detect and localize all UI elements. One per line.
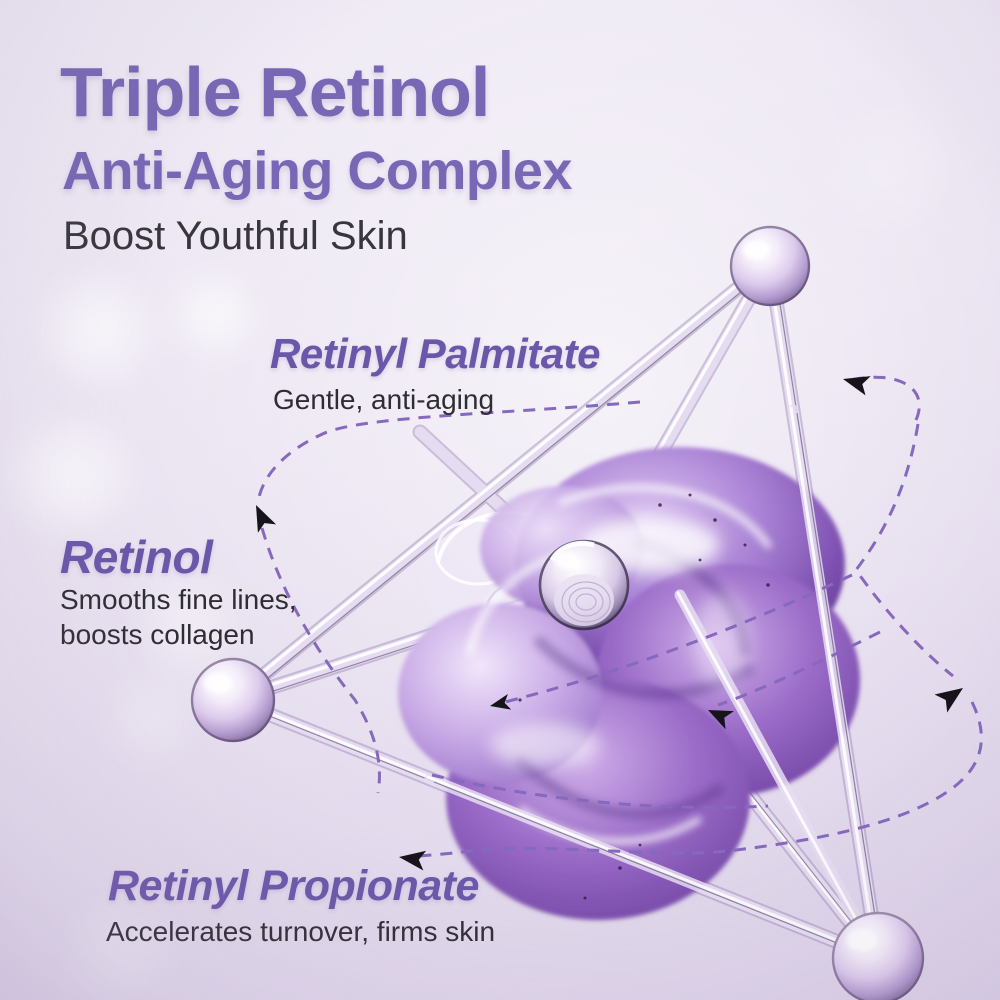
orbit-dashed-path xyxy=(431,773,769,810)
page-title-line2: Anti-Aging Complex xyxy=(62,141,572,201)
ingredient-desc-retinyl-palmitate: Gentle, anti-aging xyxy=(273,384,495,415)
ingredient-desc-line1: Smooths fine lines, xyxy=(60,584,297,615)
orbit-arrow-icon xyxy=(708,710,734,730)
orbit-arrow-icon xyxy=(934,688,963,713)
orbit-arrow-icon xyxy=(843,376,871,396)
atom-sphere-bottom-right xyxy=(831,911,925,1000)
ingredient-desc-line2: boosts collagen xyxy=(60,619,255,650)
orbit-arrow-icon xyxy=(399,850,427,871)
ingredient-label-retinyl-palmitate: Retinyl Palmitate xyxy=(270,330,600,377)
ingredient-label-retinol: Retinol xyxy=(60,531,213,583)
page-subtitle: Boost Youthful Skin xyxy=(63,214,408,258)
orbit-dashed-path xyxy=(849,375,921,421)
orbit-dashed-path xyxy=(260,527,381,794)
ingredient-desc-retinyl-propionate: Accelerates turnover, firms skin xyxy=(106,916,496,947)
orbit-arrows xyxy=(256,376,963,871)
ingredient-label-retinyl-propionate: Retinyl Propionate xyxy=(108,862,479,910)
atom-sphere-center xyxy=(538,539,630,631)
blob-speckles xyxy=(518,493,770,900)
front-tubes xyxy=(424,404,884,964)
atom-sphere-left xyxy=(190,657,276,743)
orbit-paths xyxy=(257,375,983,859)
orbit-arrow-icon xyxy=(490,694,512,710)
page-title: Triple Retinol xyxy=(60,53,490,131)
orbit-arrow-icon xyxy=(256,505,277,533)
orbit-dashed-path xyxy=(257,400,641,498)
orbit-dashed-path xyxy=(409,701,983,859)
background-bokeh xyxy=(4,100,955,1000)
orbit-dashed-path xyxy=(717,630,881,707)
ingredient-desc-retinol: Smooths fine lines, boosts collagen xyxy=(60,582,297,652)
orbit-dashed-path xyxy=(504,573,853,704)
atom-sphere-top xyxy=(729,225,811,307)
